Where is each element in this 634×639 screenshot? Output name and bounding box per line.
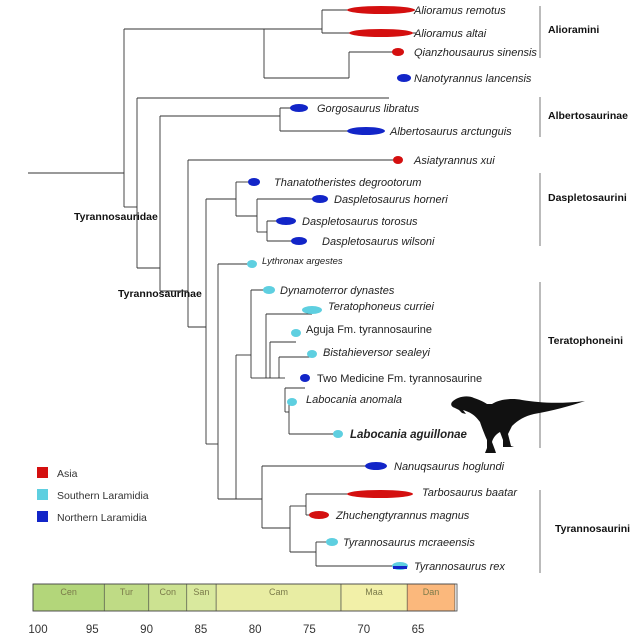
stage-label: Tur bbox=[120, 587, 133, 597]
taxon-label: Nanuqsaurus hoglundi bbox=[394, 461, 505, 473]
taxon-label: Tyrannosaurus mcraeensis bbox=[343, 537, 475, 549]
taxon-label: Nanotyrannus lancensis bbox=[414, 73, 532, 85]
taxon-label: Daspletosaurus horneri bbox=[334, 194, 448, 206]
taxon-label: Daspletosaurus torosus bbox=[302, 216, 418, 228]
stage-label: Maa bbox=[365, 587, 383, 597]
clade-label-tyrannosaurini: Tyrannosaurini bbox=[555, 523, 630, 535]
taxon-range-marker bbox=[392, 48, 404, 56]
tyrannosaur-silhouette bbox=[451, 396, 585, 453]
taxon-label: Bistahieversor sealeyi bbox=[323, 347, 431, 359]
stage-label: Cen bbox=[60, 587, 77, 597]
tree-branches bbox=[28, 9, 416, 567]
taxon-range-marker-overlay bbox=[393, 566, 407, 569]
taxon-label: Alioramus altai bbox=[413, 28, 487, 40]
axis-tick-label: 70 bbox=[357, 624, 370, 636]
clade-brackets: Alioramini Albertosaurinae Daspletosauri… bbox=[539, 6, 630, 573]
taxon-label: Albertosaurus arctunguis bbox=[389, 126, 512, 138]
taxon-range-marker bbox=[302, 306, 322, 314]
taxon-range-marker bbox=[307, 350, 317, 358]
taxon-label: Tarbosaurus baatar bbox=[422, 487, 518, 499]
legend-label: Southern Laramidia bbox=[57, 490, 149, 502]
region-legend: Asia Southern Laramidia Northern Laramid… bbox=[37, 467, 149, 524]
taxon-label: Thanatotheristes degrootorum bbox=[274, 177, 421, 189]
stage-label: Dan bbox=[423, 587, 440, 597]
taxon-range-marker bbox=[312, 195, 328, 203]
taxon-label: Lythronax argestes bbox=[262, 256, 343, 267]
taxon-label: Tyrannosaurus rex bbox=[414, 561, 505, 573]
legend-swatch-asia bbox=[37, 467, 48, 478]
clade-label-teratophoneini: Teratophoneini bbox=[548, 335, 623, 347]
taxon-label: Zhuchengtyrannus magnus bbox=[335, 510, 470, 522]
taxon-label: Gorgosaurus libratus bbox=[317, 103, 420, 115]
clade-label-albertosaurinae: Albertosaurinae bbox=[548, 110, 628, 122]
taxon-range-marker bbox=[347, 6, 415, 14]
stage-label: Con bbox=[159, 587, 176, 597]
taxon-range-marker bbox=[347, 127, 385, 135]
clade-label-daspletosaurini: Daspletosaurini bbox=[548, 192, 627, 204]
legend-swatch-northern-laramidia bbox=[37, 511, 48, 522]
taxon-label: Labocania aguillonae bbox=[350, 429, 468, 441]
axis-tick-label: 95 bbox=[86, 624, 99, 636]
legend-label: Northern Laramidia bbox=[57, 512, 147, 524]
taxon-labels: Alioramus remotus Alioramus altai Qianzh… bbox=[262, 5, 537, 573]
taxon-range-marker bbox=[248, 178, 260, 186]
taxon-range-marker bbox=[263, 286, 275, 294]
node-label-tyrannosauridae: Tyrannosauridae bbox=[74, 211, 158, 223]
taxon-label: Daspletosaurus wilsoni bbox=[322, 236, 435, 248]
stage-label: San bbox=[193, 587, 209, 597]
stage-band bbox=[406, 583, 456, 612]
taxon-range-marker bbox=[291, 237, 307, 245]
taxon-label: Qianzhousaurus sinensis bbox=[414, 47, 537, 59]
taxon-range-marker bbox=[309, 511, 329, 519]
axis-tick-label: 65 bbox=[412, 624, 425, 636]
stage-label: Cam bbox=[269, 587, 288, 597]
stage-band bbox=[186, 583, 217, 612]
legend-swatch-southern-laramidia bbox=[37, 489, 48, 500]
taxon-label: Labocania anomala bbox=[306, 394, 402, 406]
legend-label: Asia bbox=[57, 468, 78, 480]
axis-tick-label: 80 bbox=[249, 624, 262, 636]
taxon-label: Dynamoterror dynastes bbox=[280, 285, 395, 297]
node-label-tyrannosaurinae: Tyrannosaurinae bbox=[118, 288, 202, 300]
taxon-range-marker bbox=[393, 156, 403, 164]
taxon-range-marker bbox=[276, 217, 296, 225]
taxon-range-marker bbox=[300, 374, 310, 382]
taxon-range-marker bbox=[365, 462, 387, 470]
taxon-range-marker bbox=[287, 398, 297, 406]
taxon-label: Teratophoneus curriei bbox=[328, 301, 435, 313]
taxon-label: Alioramus remotus bbox=[413, 5, 506, 17]
taxon-range-marker bbox=[349, 29, 413, 37]
taxon-range-marker bbox=[333, 430, 343, 438]
taxon-label: Aguja Fm. tyrannosaurine bbox=[306, 324, 432, 336]
axis-tick-label: 85 bbox=[194, 624, 207, 636]
taxon-range-marker bbox=[347, 490, 413, 498]
taxon-label: Asiatyrannus xui bbox=[413, 155, 495, 167]
clade-label-alioramini: Alioramini bbox=[548, 24, 599, 36]
taxon-range-markers bbox=[247, 6, 415, 570]
stage-band bbox=[340, 583, 408, 612]
axis-tick-label: 90 bbox=[140, 624, 153, 636]
taxon-range-marker bbox=[326, 538, 338, 546]
taxon-label: Two Medicine Fm. tyrannosaurine bbox=[317, 373, 482, 385]
taxon-range-marker bbox=[397, 74, 411, 82]
axis-tick-label: 75 bbox=[303, 624, 316, 636]
axis-tick-label: 100 bbox=[28, 624, 47, 636]
taxon-range-marker bbox=[291, 329, 301, 337]
taxon-range-marker bbox=[290, 104, 308, 112]
geologic-timescale: Cen Tur Con San Cam Maa Dan 100 95 90 85 80 75 70 65 bbox=[28, 583, 458, 636]
taxon-range-marker bbox=[247, 260, 257, 268]
